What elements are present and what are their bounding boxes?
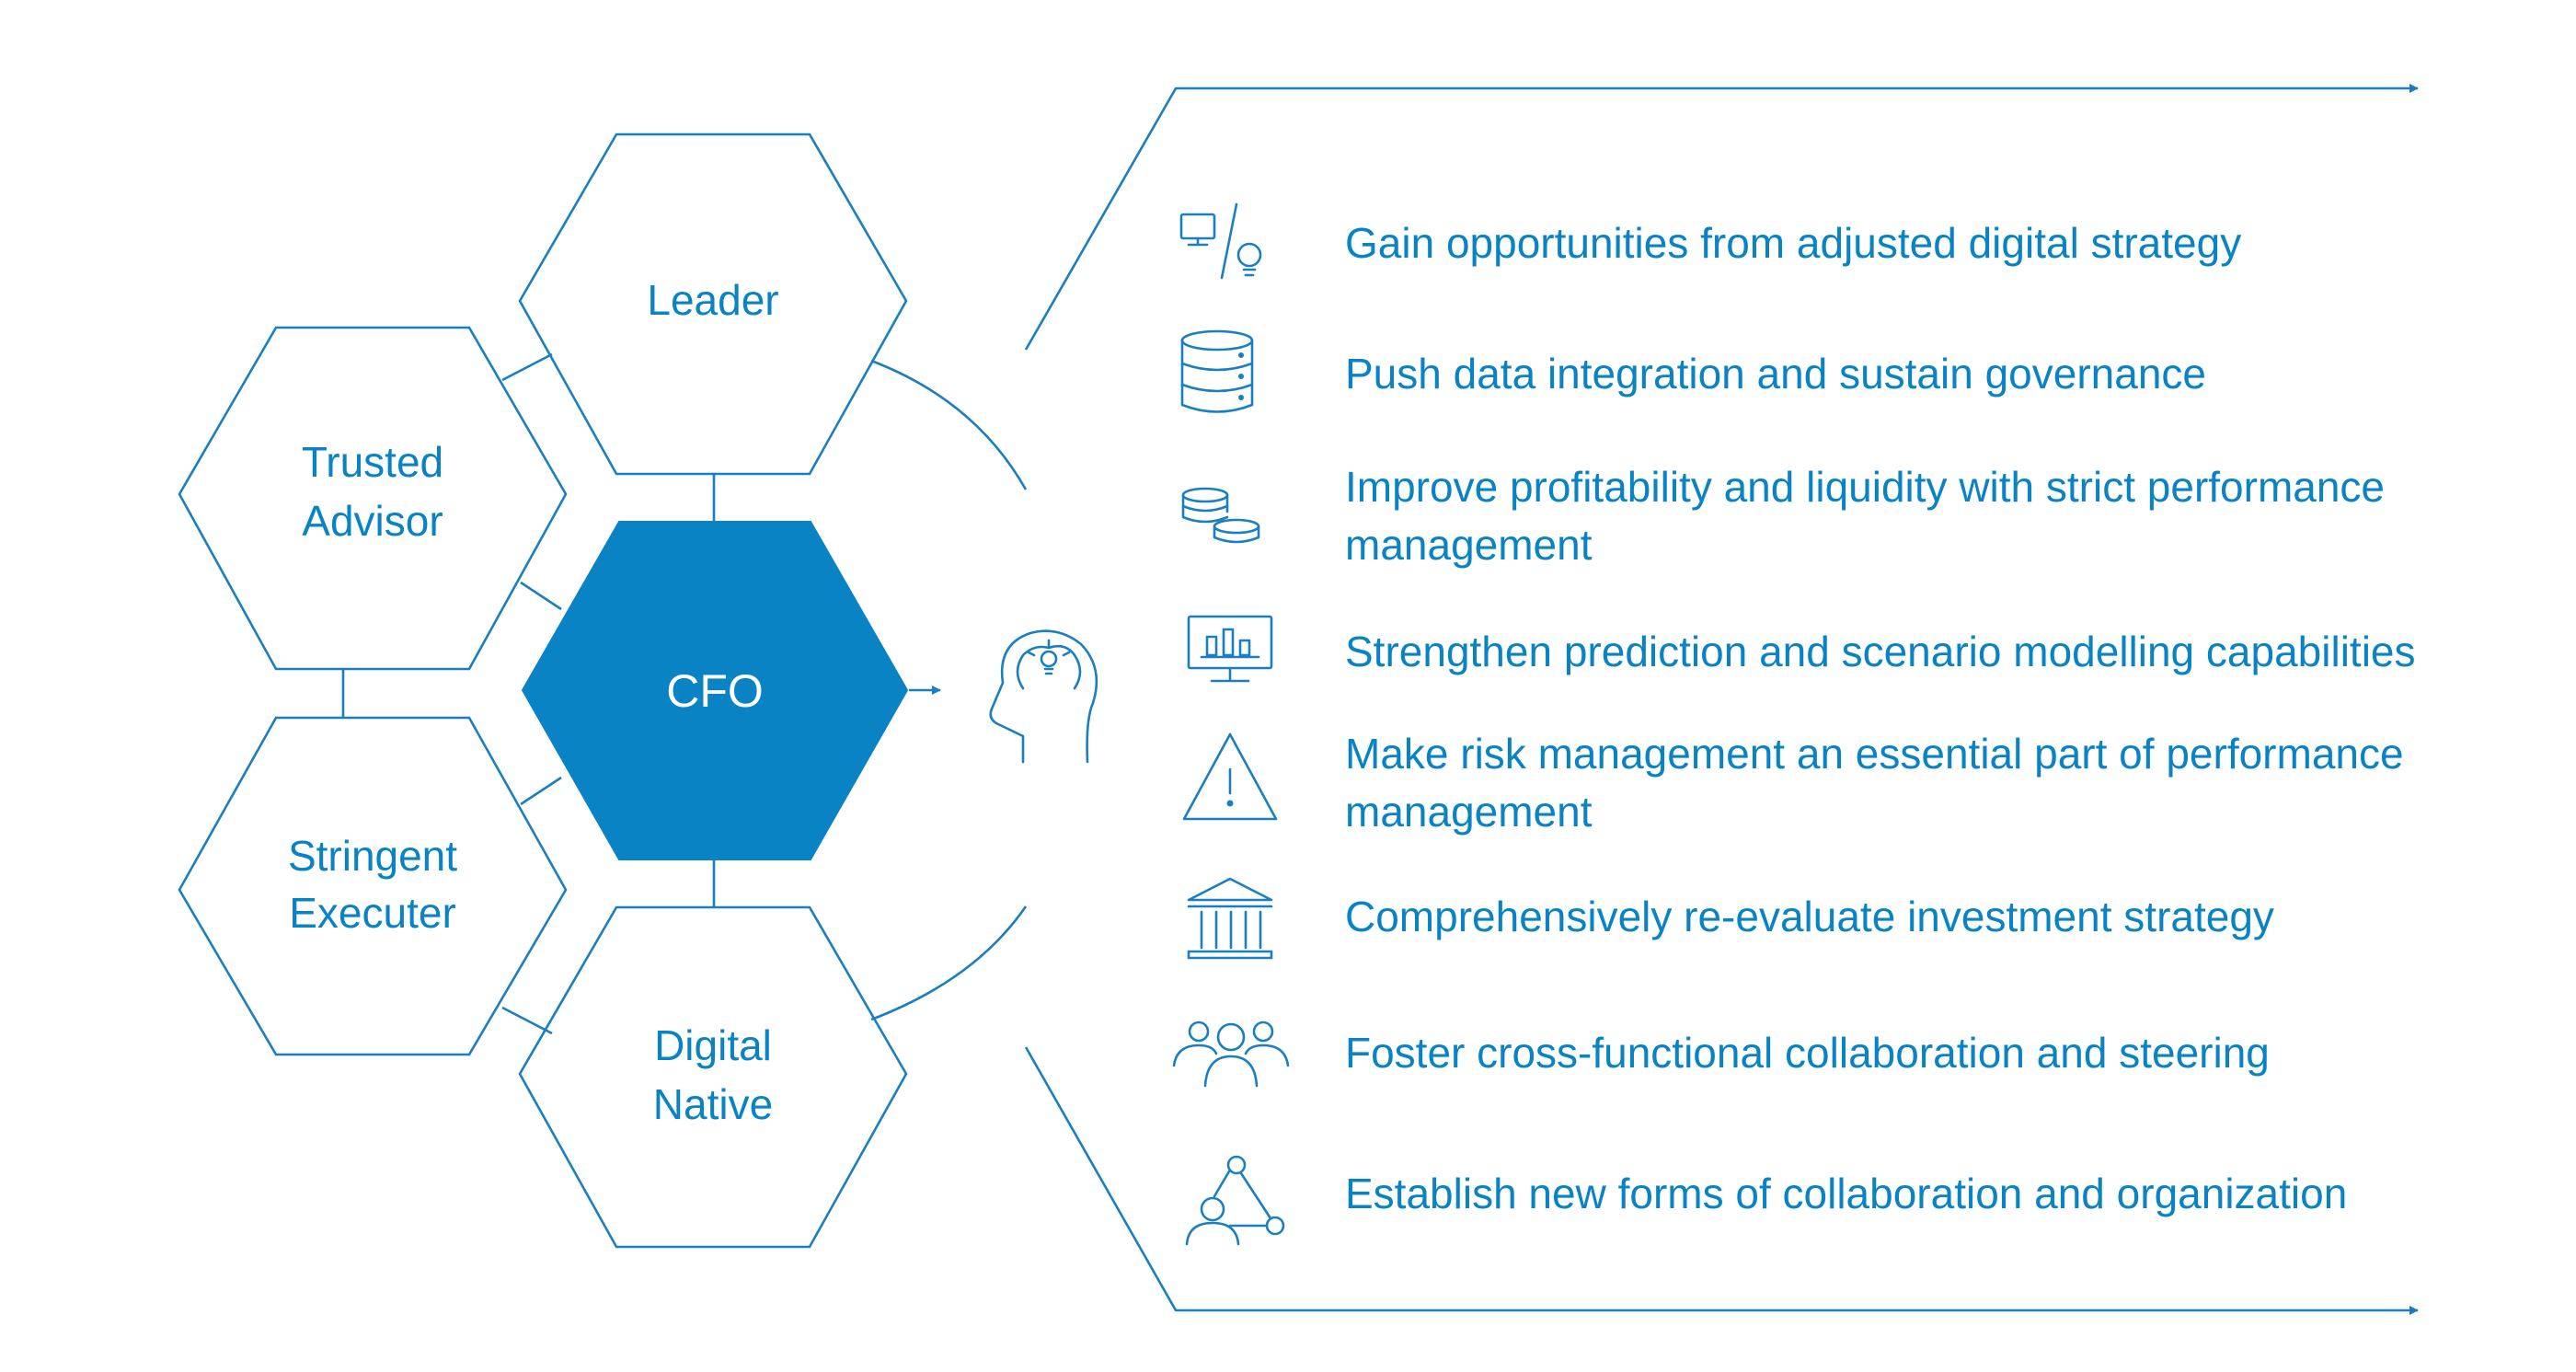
hexagon-label: Native xyxy=(653,1080,773,1128)
hexagon-label: Trusted xyxy=(302,438,443,486)
people-group-icon xyxy=(1172,1020,1290,1088)
hexagon-label: Executer xyxy=(289,889,456,937)
item-text: Push data integration and sustain govern… xyxy=(1345,350,2206,398)
hexagon-label: Advisor xyxy=(302,497,443,545)
item-text: Improve profitability and liquidity with… xyxy=(1345,463,2385,511)
database-icon xyxy=(1180,329,1254,413)
hexagon-connectors xyxy=(341,352,716,1035)
warning-triangle-icon xyxy=(1182,732,1278,821)
hexagon-label: Leader xyxy=(647,276,778,324)
hexagon-cfo: CFO xyxy=(521,521,909,860)
arc-lower xyxy=(870,905,1028,1021)
monitor-bar-chart-icon xyxy=(1187,615,1273,683)
hexagon-label: CFO xyxy=(666,665,764,717)
item-text: management xyxy=(1345,788,1593,836)
hexagon-trusted-advisor: Trusted Advisor xyxy=(178,326,568,671)
item-text: Gain opportunities from adjusted digital… xyxy=(1345,219,2241,267)
hexagon-label: Stringent xyxy=(288,832,457,880)
item-list: Gain opportunities from adjusted digital… xyxy=(1345,219,2416,1217)
monitor-lightbulb-icon xyxy=(1179,202,1262,280)
hexagon-label: Digital xyxy=(654,1021,772,1069)
head-lightbulb-icon xyxy=(989,629,1098,764)
network-person-icon xyxy=(1185,1155,1285,1246)
outer-bracket xyxy=(1024,84,2419,1315)
item-text: Make risk management an essential part o… xyxy=(1345,730,2404,778)
coins-icon xyxy=(1181,487,1260,544)
item-text: Strengthen prediction and scenario model… xyxy=(1345,628,2416,675)
item-text: Establish new forms of collaboration and… xyxy=(1345,1170,2347,1217)
item-text: Foster cross-functional collaboration an… xyxy=(1345,1029,2270,1077)
item-text: Comprehensively re-evaluate investment s… xyxy=(1345,893,2274,940)
bank-building-icon xyxy=(1187,877,1273,960)
item-text: management xyxy=(1345,521,1593,569)
hexagon-digital-native: Digital Native xyxy=(518,905,908,1249)
hexagon-stringent-executer: Stringent Executer xyxy=(178,716,568,1056)
hexagon-leader: Leader xyxy=(518,133,908,476)
arc-upper xyxy=(870,359,1028,490)
